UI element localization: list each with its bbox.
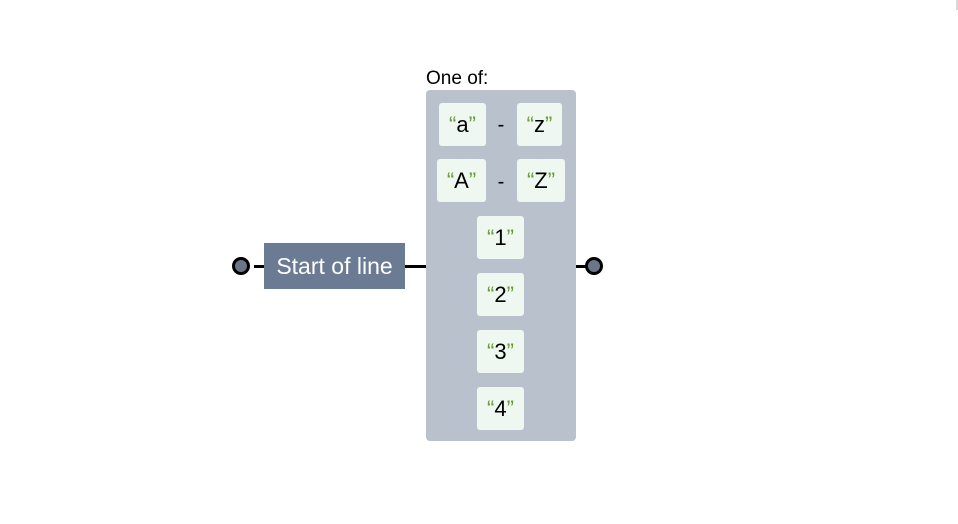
close-quote: ”: [547, 167, 556, 193]
rail-charset-to-end: [576, 265, 586, 268]
start-terminal: [232, 257, 250, 275]
open-quote: “: [487, 281, 495, 307]
literal-node: “3”: [477, 330, 524, 373]
scrollbar[interactable]: [956, 0, 958, 10]
close-quote: ”: [545, 111, 553, 137]
open-quote: “: [487, 395, 495, 421]
open-quote: “: [487, 338, 495, 364]
open-quote: “: [449, 111, 457, 137]
range-dash: -: [497, 114, 505, 136]
one-of-label: One of:: [426, 68, 489, 89]
end-terminal: [585, 257, 603, 275]
start-of-line-label: Start of line: [276, 252, 393, 279]
range-end-literal: “Z”: [517, 159, 565, 202]
literal-text: 1: [494, 224, 507, 250]
close-quote: ”: [506, 281, 514, 307]
open-quote: “: [526, 111, 534, 137]
literal-text: 2: [494, 281, 507, 307]
range-dash: -: [497, 171, 505, 193]
literal-text: A: [454, 167, 469, 193]
start-of-line-node: Start of line: [264, 243, 405, 289]
rail-anchor-to-charset: [404, 265, 426, 268]
close-quote: ”: [468, 167, 477, 193]
open-quote: “: [526, 167, 535, 193]
close-quote: ”: [506, 224, 514, 250]
range-end-literal: “z”: [517, 103, 562, 146]
literal-text: Z: [534, 167, 548, 193]
close-quote: ”: [468, 111, 476, 137]
literal-text: a: [456, 111, 469, 137]
range-start-literal: “A”: [437, 159, 486, 202]
literal-node: “4”: [477, 387, 524, 430]
literal-text: z: [534, 111, 545, 137]
rail-start-to-anchor: [254, 265, 266, 268]
range-start-literal: “a”: [439, 103, 486, 146]
open-quote: “: [446, 167, 455, 193]
close-quote: ”: [506, 338, 514, 364]
literal-text: 3: [494, 338, 507, 364]
literal-text: 4: [494, 395, 507, 421]
literal-node: “1”: [477, 216, 524, 259]
literal-node: “2”: [477, 273, 524, 316]
one-of-charset-box: [426, 90, 576, 441]
close-quote: ”: [506, 395, 514, 421]
open-quote: “: [487, 224, 495, 250]
